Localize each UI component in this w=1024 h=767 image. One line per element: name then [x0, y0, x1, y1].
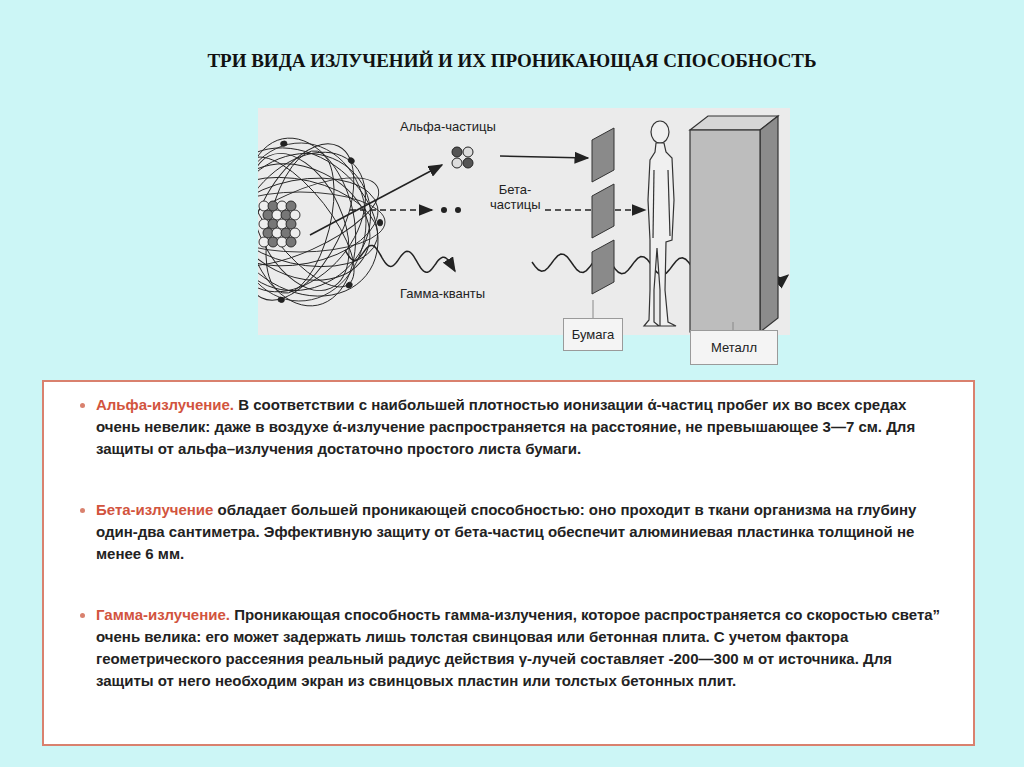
alpha-path [310, 165, 442, 235]
illustration-ground [258, 108, 790, 335]
beta-particle [455, 207, 461, 213]
particle-label: Альфа-частицы [398, 119, 498, 134]
material-label-box: Металл [690, 330, 778, 365]
gamma-path [345, 245, 455, 272]
bullet-item: Гамма-излучение. Проникающая способность… [96, 604, 951, 692]
metal-block [690, 116, 778, 332]
bullet-body: обладает большей проникающей способность… [96, 501, 916, 562]
material-label: Металл [711, 340, 757, 355]
beta-path [350, 209, 432, 211]
particle-label: Гамма-кванты [398, 286, 487, 301]
bullet-list: Альфа-излучение. В соответствии с наибол… [62, 394, 951, 692]
human-figure [644, 121, 676, 326]
bullet-heading: Бета-излучение [96, 501, 213, 518]
leader-line [593, 300, 594, 318]
leader-line [733, 322, 734, 330]
beta-particle [441, 207, 447, 213]
alpha-ray [500, 156, 588, 158]
alpha-particle [452, 147, 473, 168]
bullet-item: Бета-излучение обладает большей проникаю… [96, 499, 951, 565]
title: ТРИ ВИДА ИЗЛУЧЕНИЙ И ИХ ПРОНИКАЮЩАЯ СПОС… [0, 50, 1024, 72]
material-label: Бумага [572, 327, 614, 342]
text-panel: Альфа-излучение. В соответствии с наибол… [42, 380, 975, 746]
bullet-heading: Гамма-излучение. [96, 606, 230, 623]
atom [258, 117, 408, 327]
paper-sheet [592, 128, 614, 294]
particle-label: Бета- частицы [488, 182, 542, 212]
bullet-item: Альфа-излучение. В соответствии с наибол… [96, 394, 951, 460]
material-label-box: Бумага [563, 318, 623, 351]
bullet-heading: Альфа-излучение. [96, 396, 234, 413]
